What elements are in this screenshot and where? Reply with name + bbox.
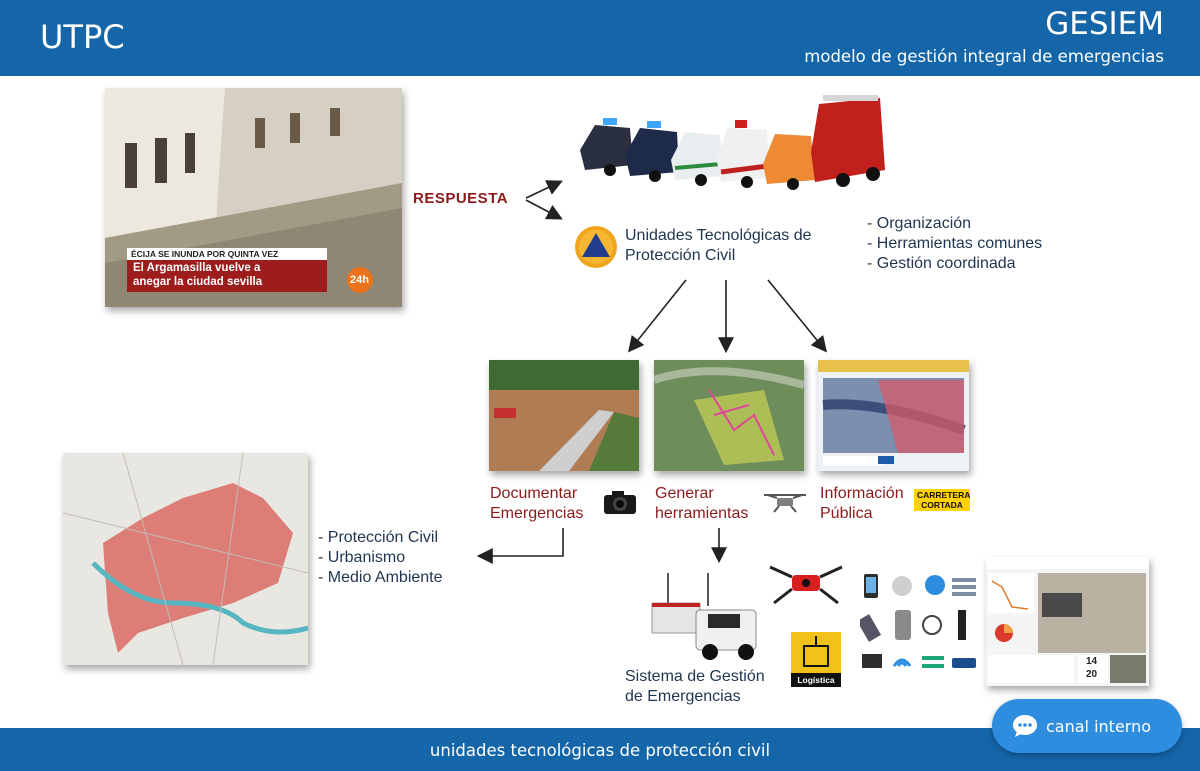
footer-text: unidades tecnológicas de protección civi…	[429, 741, 771, 760]
devices-icon-grid	[860, 574, 976, 668]
dashboard-screenshot: 14 20	[986, 557, 1149, 686]
sistema-line1: Sistema de Gestión	[625, 668, 765, 685]
sistema-line2: de Emergencias	[625, 688, 741, 705]
area-item: - Medio Ambiente	[318, 569, 443, 586]
areas-list: - Protección Civil - Urbanismo - Medio A…	[318, 528, 443, 588]
utpc-unit-title: Unidades Tecnológicas de Protección Civi…	[625, 226, 812, 266]
chat-bubble-icon	[1013, 715, 1037, 737]
utpc-unit-line2: Protección Civil	[625, 247, 736, 264]
generar-line2: herramientas	[655, 505, 749, 522]
informacion-line2: Pública	[820, 505, 873, 522]
action-documentar: Documentar Emergencias	[490, 484, 583, 524]
action-generar: Generar herramientas	[655, 484, 748, 524]
informacion-map-photo	[818, 360, 969, 471]
documentar-line2: Emergencias	[490, 505, 584, 522]
feature-item: - Organización	[867, 215, 972, 232]
emergency-vehicles-image	[580, 95, 885, 190]
proteccion-civil-logo-icon	[575, 226, 617, 268]
action-informacion: Información Pública	[820, 484, 904, 524]
area-item: - Urbanismo	[318, 549, 406, 566]
features-list: - Organización - Herramientas comunes - …	[867, 214, 1042, 274]
utpc-unit-line1: Unidades Tecnológicas de	[625, 227, 812, 244]
respuesta-label: RESPUESTA	[413, 190, 509, 207]
header-subtitle: modelo de gestión integral de emergencia…	[804, 47, 1164, 66]
informacion-line1: Información	[820, 485, 904, 502]
camera-icon	[604, 491, 636, 514]
news-headline-line2: anegar la ciudad sevilla	[133, 276, 263, 288]
carretera-line1: CARRETERA	[917, 490, 971, 500]
dashboard-stat-1: 14	[1086, 656, 1098, 667]
field-vehicles-image	[651, 573, 757, 660]
generar-map-photo	[654, 360, 804, 471]
red-drone-icon	[769, 565, 843, 605]
logistica-crate-icon	[791, 632, 841, 674]
canal-interno-label: canal interno	[1046, 717, 1152, 736]
logistica-label: Logística	[791, 673, 841, 687]
dashboard-stat-2: 20	[1086, 669, 1098, 680]
carretera-line2: CORTADA	[921, 500, 963, 510]
carretera-cortada-badge: CARRETERA CORTADA	[914, 489, 970, 511]
flood-news-photo: ÉCIJA SE INUNDA POR QUINTA VEZ El Argama…	[105, 88, 402, 307]
brand-utpc: UTPC	[40, 18, 125, 56]
city-urban-map	[63, 453, 308, 665]
documentar-line1: Documentar	[490, 485, 578, 502]
drone-icon	[764, 494, 806, 513]
feature-item: - Gestión coordinada	[867, 255, 1016, 272]
canal-interno-button[interactable]: canal interno	[992, 699, 1182, 753]
header-bar: UTPC GESIEM modelo de gestión integral d…	[0, 0, 1200, 76]
news-ticker: ÉCIJA SE INUNDA POR QUINTA VEZ	[131, 249, 279, 259]
news-headline-line1: El Argamasilla vuelve a	[133, 262, 261, 274]
channel-logo: 24h	[350, 274, 369, 286]
brand-gesiem: GESIEM	[1045, 6, 1164, 42]
area-item: - Protección Civil	[318, 529, 439, 546]
feature-item: - Herramientas comunes	[867, 235, 1043, 252]
generar-line1: Generar	[655, 485, 714, 502]
sistema-gestion-label: Sistema de Gestión de Emergencias	[625, 667, 765, 707]
documentar-photo	[489, 360, 639, 471]
